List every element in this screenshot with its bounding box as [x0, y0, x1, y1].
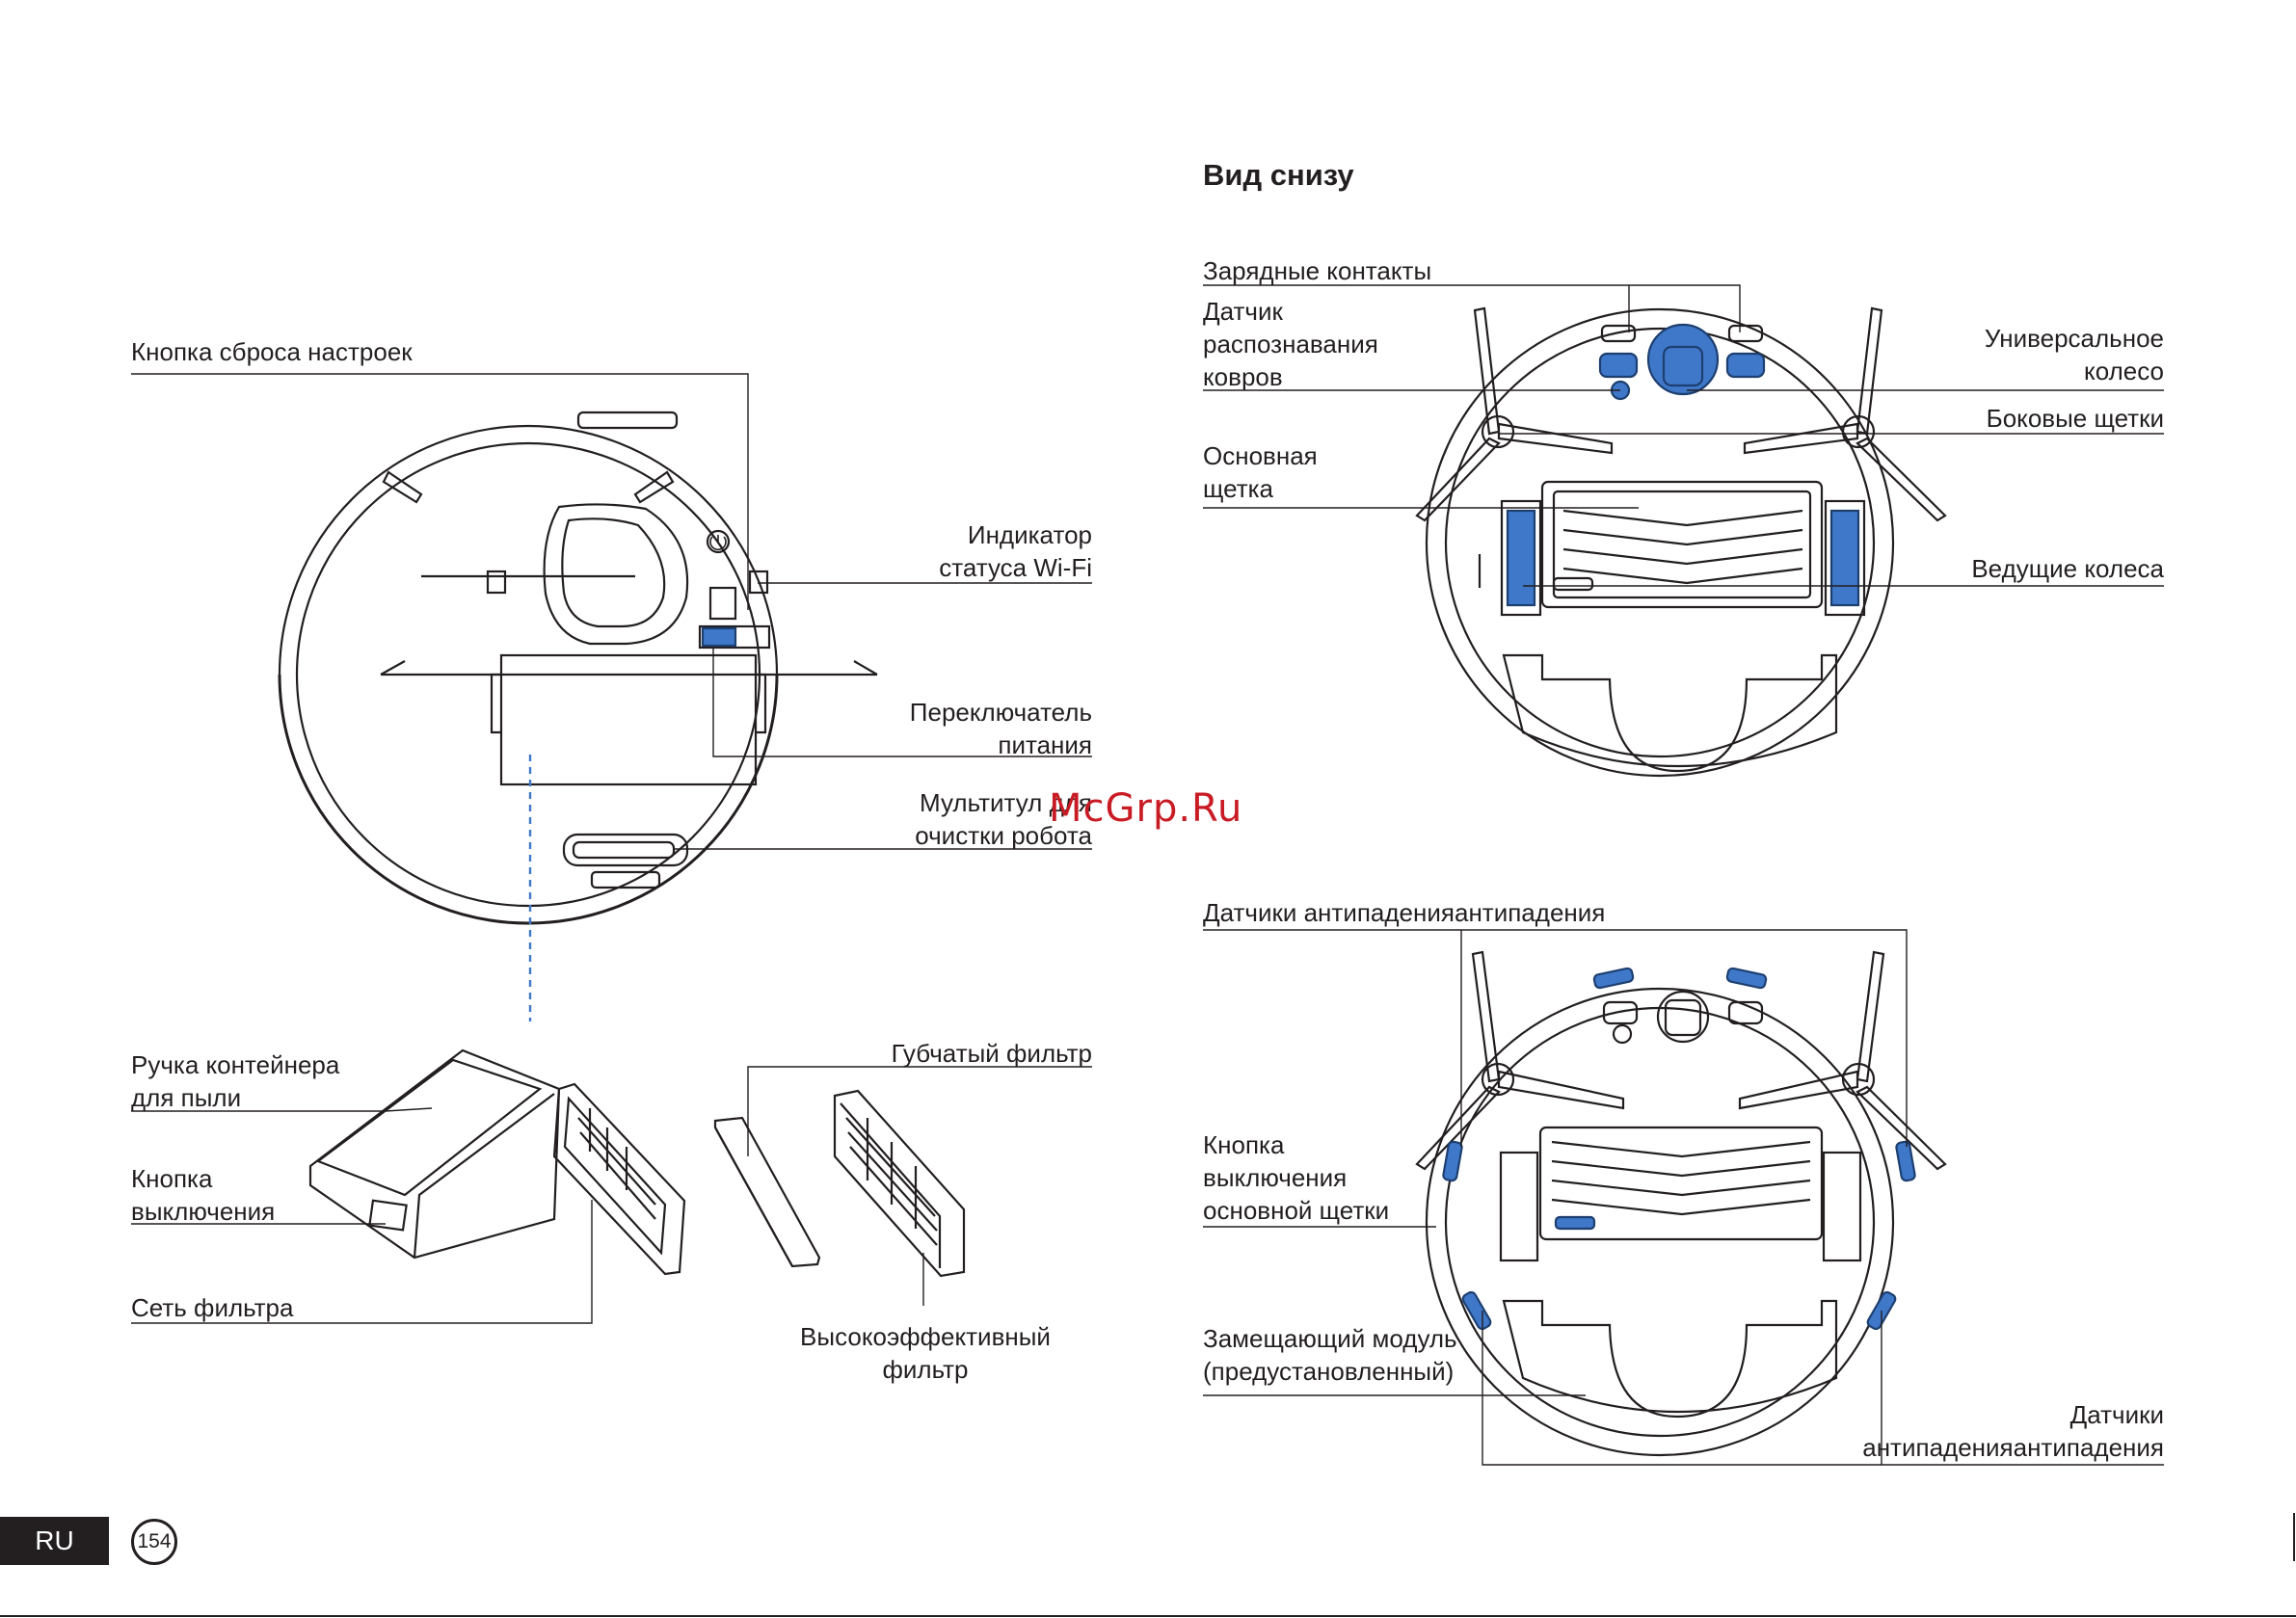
- label-line: антипаденияантипадения: [1862, 1433, 2164, 1462]
- label-hepa-filter: Высокоэффективный фильтр: [781, 1320, 1070, 1386]
- label-line: Замещающий модуль: [1203, 1324, 1457, 1353]
- section-title: Вид снизу: [1203, 158, 1354, 192]
- label-line: Высокоэффективный: [800, 1322, 1051, 1351]
- label-filter-mesh: Сеть фильтра: [131, 1293, 294, 1322]
- label-line: очистки робота: [915, 821, 1092, 850]
- main-brush: [1540, 480, 1824, 609]
- label-line: Переключатель: [909, 698, 1092, 727]
- label-carpet-sensor: Датчик распознавания ковров: [1203, 295, 1378, 393]
- label-line: основной щетки: [1203, 1196, 1390, 1225]
- label-line: Кнопка: [1203, 1130, 1285, 1159]
- sponge-filter: [713, 1116, 821, 1268]
- label-line: Ручка контейнера: [131, 1050, 340, 1079]
- label-cliff-sensors-top: Датчики антипаденияантипадения: [1203, 898, 1606, 927]
- label-charging-contacts: Зарядные контакты: [1203, 256, 1432, 285]
- label-line: Индикатор: [967, 520, 1092, 549]
- label-replacement-module: Замещающий модуль (предустановленный): [1203, 1322, 1457, 1388]
- label-multitool: Мультитул для очистки робота: [848, 786, 1092, 852]
- label-cliff-sensors-bottom: Датчики антипаденияантипадения: [1793, 1398, 2164, 1464]
- robot-bottom-view-1: [1415, 306, 1947, 778]
- carpet-sensor: [1598, 352, 1639, 379]
- dustbin-lid: [552, 1082, 686, 1276]
- dustbin-outline: [499, 653, 758, 786]
- dustbin-body: [308, 1048, 561, 1260]
- label-line: распознавания: [1203, 330, 1378, 358]
- label-power-switch: Переключатель питания: [848, 696, 1092, 761]
- label-reset-button: Кнопка сброса настроек: [131, 337, 413, 366]
- page-number: 154: [131, 1519, 177, 1565]
- label-dustbin-handle: Ручка контейнера для пыли: [131, 1048, 339, 1114]
- label-line: для пыли: [131, 1083, 242, 1112]
- label-sponge-filter: Губчатый фильтр: [891, 1039, 1092, 1068]
- label-line: щетка: [1203, 474, 1274, 503]
- bumper-top-piece: [576, 411, 679, 430]
- label-line: ковров: [1203, 362, 1283, 391]
- watermark: McGrp.Ru: [1049, 786, 1243, 831]
- label-line: Универсальное: [1984, 324, 2164, 353]
- universal-wheel: [1646, 323, 1720, 396]
- label-line: (предустановленный): [1203, 1357, 1455, 1386]
- power-switch: [698, 624, 771, 650]
- label-line: статуса Wi-Fi: [939, 553, 1092, 582]
- label-drive-wheels: Ведущие колеса: [1971, 554, 2164, 583]
- language-badge: RU: [0, 1517, 109, 1565]
- power-button-icon: [706, 529, 731, 554]
- wifi-indicator: [708, 586, 737, 621]
- label-line: Кнопка: [131, 1164, 213, 1193]
- robot-top-view: [278, 411, 878, 925]
- label-wifi-indicator: Индикатор статуса Wi-Fi: [848, 518, 1092, 584]
- label-line: питания: [998, 730, 1092, 759]
- hepa-filter: [833, 1089, 966, 1278]
- label-side-brushes: Боковые щетки: [1986, 404, 2164, 433]
- label-line: Мультитул для: [920, 788, 1092, 817]
- label-main-brush: Основная щетка: [1203, 439, 1318, 505]
- side-brush-left-top-icon: [382, 470, 423, 504]
- multitool: [562, 833, 689, 867]
- laser-tower: [543, 503, 689, 646]
- label-line: Датчики: [2069, 1400, 2164, 1429]
- label-off-button: Кнопка выключения: [131, 1162, 275, 1228]
- label-line: выключения: [131, 1197, 276, 1226]
- label-line: Датчик: [1203, 297, 1283, 326]
- label-line: фильтр: [882, 1355, 969, 1384]
- label-universal-wheel: Универсальное колесо: [1889, 322, 2164, 387]
- drive-wheel-right: [1824, 499, 1866, 617]
- label-main-brush-off-button: Кнопка выключения основной щетки: [1203, 1128, 1389, 1227]
- dustbin-exploded: [308, 1048, 686, 1276]
- label-line: Основная: [1203, 441, 1318, 470]
- label-line: колесо: [2084, 357, 2164, 385]
- replacement-module-1: [1502, 653, 1838, 773]
- robot-bottom-view-2: [1415, 950, 1947, 1457]
- drive-wheel-left: [1500, 499, 1542, 617]
- label-line: выключения: [1203, 1163, 1348, 1192]
- side-brush-right-top-icon: [633, 470, 675, 504]
